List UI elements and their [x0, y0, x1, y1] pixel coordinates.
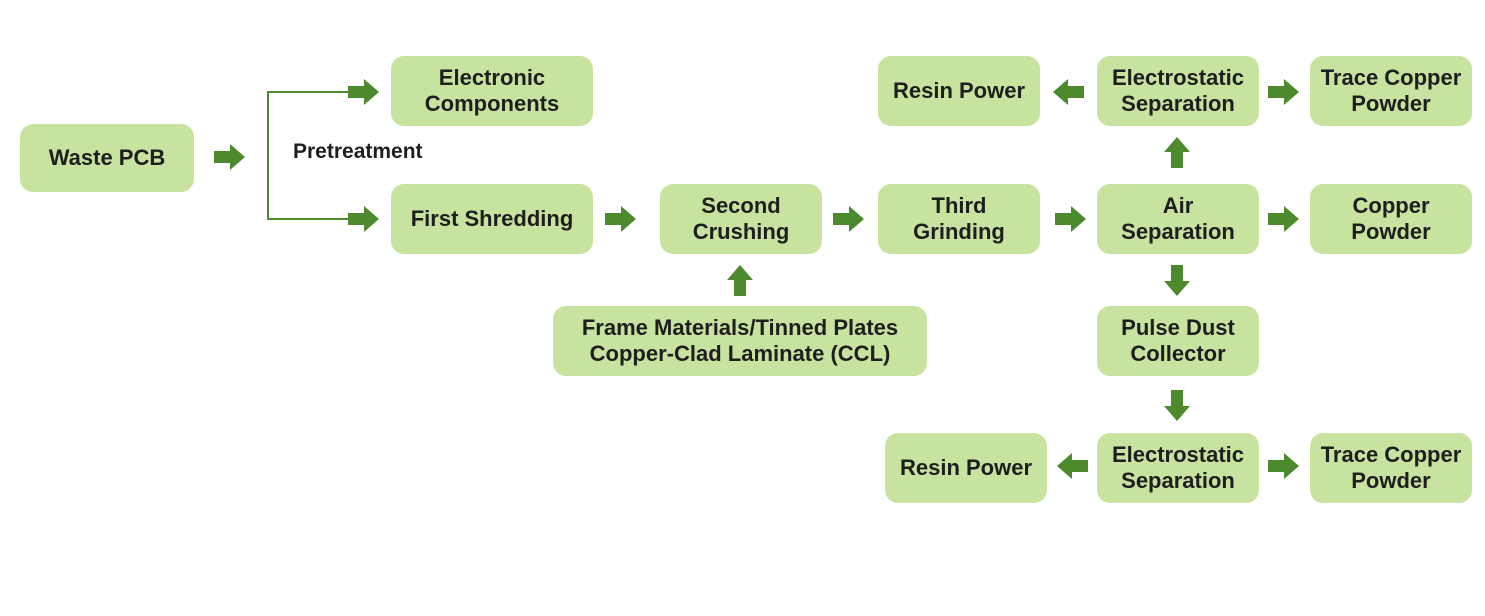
arrow-electrostatic-top-to-resin [1053, 79, 1084, 105]
arrow-second-to-third [833, 206, 864, 232]
arrow-first-to-second [605, 206, 636, 232]
branch-connector-line [267, 91, 348, 220]
arrow-to-first-shredding [348, 206, 379, 232]
node-resin-power-bottom: Resin Power [885, 433, 1047, 503]
arrow-air-to-electrostatic-top [1164, 137, 1190, 168]
arrow-frame-to-second [727, 265, 753, 296]
arrow-third-to-air [1055, 206, 1086, 232]
node-pulse-dust-collector: Pulse Dust Collector [1097, 306, 1259, 376]
arrow-waste-to-branch [214, 144, 245, 170]
node-air-separation: Air Separation [1097, 184, 1259, 254]
arrow-to-electronic-components [348, 79, 379, 105]
node-copper-powder: Copper Powder [1310, 184, 1472, 254]
pretreatment-label: Pretreatment [293, 140, 423, 163]
arrow-air-to-copper [1268, 206, 1299, 232]
arrow-electrostatic-bottom-to-trace [1268, 453, 1299, 479]
arrow-electrostatic-bottom-to-resin [1057, 453, 1088, 479]
node-electrostatic-separation-bottom: Electrostatic Separation [1097, 433, 1259, 503]
node-electrostatic-separation-top: Electrostatic Separation [1097, 56, 1259, 126]
arrow-air-to-pulse [1164, 265, 1190, 296]
arrow-electrostatic-top-to-trace [1268, 79, 1299, 105]
node-third-grinding: Third Grinding [878, 184, 1040, 254]
node-trace-copper-powder-bottom: Trace Copper Powder [1310, 433, 1472, 503]
arrow-pulse-to-electrostatic-bottom [1164, 390, 1190, 421]
arrow-layer [214, 79, 1299, 479]
node-resin-power-top: Resin Power [878, 56, 1040, 126]
node-second-crushing: Second Crushing [660, 184, 822, 254]
node-trace-copper-powder-top: Trace Copper Powder [1310, 56, 1472, 126]
node-electronic-components: Electronic Components [391, 56, 593, 126]
node-waste-pcb: Waste PCB [20, 124, 194, 192]
node-frame-materials: Frame Materials/Tinned Plates Copper-Cla… [553, 306, 927, 376]
node-first-shredding: First Shredding [391, 184, 593, 254]
